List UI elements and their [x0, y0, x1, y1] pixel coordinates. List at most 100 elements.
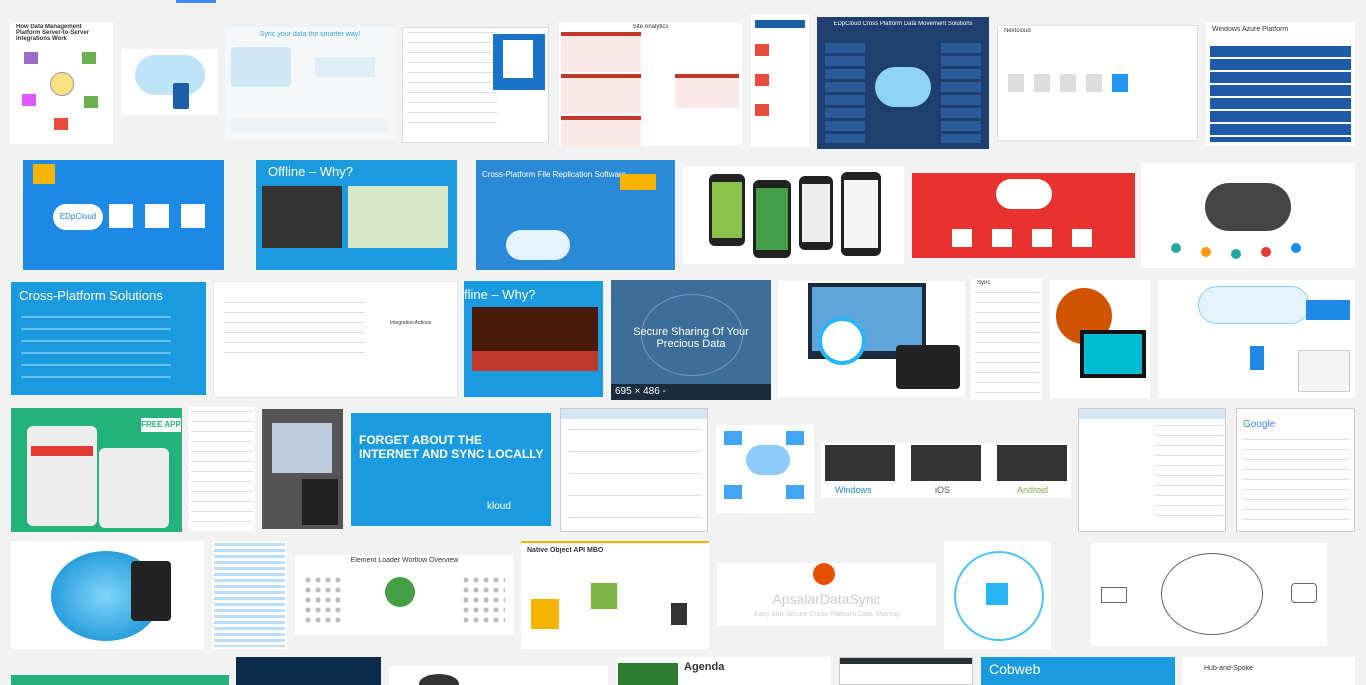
phone-image	[709, 174, 745, 246]
image-result[interactable]: Google	[1236, 408, 1355, 532]
image-result[interactable]	[912, 173, 1135, 258]
database-icon	[1250, 346, 1264, 370]
image-result[interactable]	[751, 14, 809, 147]
platform-label: iOS	[935, 485, 951, 495]
iot-icon	[1231, 249, 1241, 259]
image-result[interactable]	[778, 281, 965, 397]
server-icon	[786, 431, 804, 445]
image-result[interactable]: FREE APP	[11, 408, 182, 532]
phone-image	[753, 180, 791, 258]
image-result[interactable]: Secure Sharing Of Your Precious Data 695…	[611, 280, 771, 400]
image-caption: Windows Azure Platform	[1212, 26, 1289, 33]
window-titlebar	[840, 658, 972, 664]
image-result[interactable]	[389, 666, 608, 685]
image-result[interactable]: Offline – Why?	[256, 160, 457, 270]
header	[755, 20, 805, 28]
image-result[interactable]	[11, 541, 204, 649]
icon	[755, 74, 769, 86]
cloud-icon	[1198, 286, 1310, 324]
image-result[interactable]: Nextcloud	[997, 25, 1198, 141]
image-caption: Cobweb	[989, 661, 1041, 677]
icon	[755, 44, 769, 56]
image-result[interactable]: fline – Why?	[464, 281, 603, 397]
image-caption: Google	[1243, 419, 1276, 430]
image-result[interactable]	[236, 657, 381, 685]
image-result[interactable]: Cross-Platform Solutions	[11, 282, 206, 395]
image-caption: Site Analytics	[632, 24, 669, 30]
cloud-icon	[875, 67, 931, 107]
device-icon	[1072, 229, 1092, 247]
image-result[interactable]	[1158, 280, 1355, 398]
free-app-badge: FREE APP	[141, 418, 181, 432]
image-result[interactable]: EDpCloud	[23, 160, 224, 270]
image-result[interactable]: Cross-Platform File Replication Software	[476, 160, 675, 270]
image-result[interactable]	[262, 409, 343, 529]
kloud-logo: kloud	[487, 501, 511, 512]
image-result[interactable]	[402, 27, 549, 143]
laptop-image	[1080, 330, 1146, 378]
laptop-image	[272, 423, 332, 473]
cloud-icon	[506, 230, 570, 260]
equation-box	[145, 204, 169, 228]
image-result[interactable]: Windows Azure Platform	[1206, 22, 1355, 146]
cloud-icon	[996, 179, 1052, 209]
image-result[interactable]	[1141, 163, 1355, 268]
fire-photo	[472, 307, 598, 371]
image-result[interactable]: Integration Actions	[213, 281, 458, 398]
image-result[interactable]	[189, 407, 255, 531]
image-caption: EDpCloud Cross Platform Data Movement So…	[833, 21, 973, 27]
loader-icon	[385, 577, 415, 607]
phone-image	[27, 426, 97, 526]
device-icon	[173, 83, 189, 109]
image-result[interactable]: How Data Management Platform Server-to-S…	[10, 22, 113, 144]
node	[22, 94, 36, 106]
equation-box	[181, 204, 205, 228]
image-result[interactable]	[1078, 408, 1226, 532]
device-icon	[1032, 229, 1052, 247]
node	[54, 118, 68, 130]
node	[82, 52, 96, 64]
server-icon	[591, 583, 617, 609]
image-result[interactable]: Element Loader Worflow Overview	[295, 555, 514, 635]
image-result[interactable]	[683, 166, 904, 264]
image-result[interactable]: FORGET ABOUT THE INTERNET AND SYNC LOCAL…	[351, 413, 551, 526]
image-result[interactable]: Native Object API MBO	[521, 541, 709, 649]
image-result[interactable]	[560, 408, 708, 532]
image-result[interactable]: ApsalarDataSync Easy and Secure Cross-Pl…	[717, 563, 936, 626]
image-result[interactable]	[11, 675, 229, 685]
image-result[interactable]: Agenda	[616, 657, 831, 685]
image-result[interactable]	[944, 541, 1051, 649]
app-screenshot	[618, 663, 678, 685]
file-icon	[1086, 74, 1102, 92]
image-result[interactable]: Site Analytics	[559, 22, 742, 146]
os-list	[825, 43, 865, 143]
sync-diagram	[315, 57, 375, 77]
settings-list	[1243, 439, 1349, 529]
image-result[interactable]: EDpCloud Cross Platform Data Movement So…	[817, 17, 989, 149]
image-caption: FORGET ABOUT THE INTERNET AND SYNC LOCAL…	[359, 433, 544, 461]
file-icon	[1008, 74, 1024, 92]
image-result[interactable]	[839, 657, 973, 685]
image-result[interactable]: Sync your data the smarter way!	[225, 27, 395, 139]
image-result[interactable]	[212, 541, 287, 649]
window-titlebar	[561, 409, 707, 419]
image-result[interactable]: Hub-and-Spoke	[1182, 657, 1355, 685]
iot-icon	[1171, 243, 1181, 253]
image-result[interactable]	[1050, 280, 1150, 398]
node	[84, 96, 98, 108]
platform-label: Android	[1017, 485, 1049, 495]
server-icon	[786, 485, 804, 499]
image-caption: How Data Management Platform Server-to-S…	[16, 24, 90, 42]
erp-box	[1298, 350, 1350, 392]
image-result[interactable]: Cobweb	[981, 657, 1175, 685]
cloud-icon	[135, 55, 205, 95]
image-result[interactable]	[121, 49, 218, 115]
image-result[interactable]	[716, 425, 814, 513]
iot-icon	[1291, 243, 1301, 253]
image-result[interactable]	[1091, 543, 1327, 646]
image-caption: fline – Why?	[464, 287, 536, 302]
image-result[interactable]: Windows iOS Android	[821, 443, 1071, 498]
file-icon	[1034, 74, 1050, 92]
image-result[interactable]: Sync	[971, 278, 1042, 400]
contact-form	[1155, 425, 1223, 525]
